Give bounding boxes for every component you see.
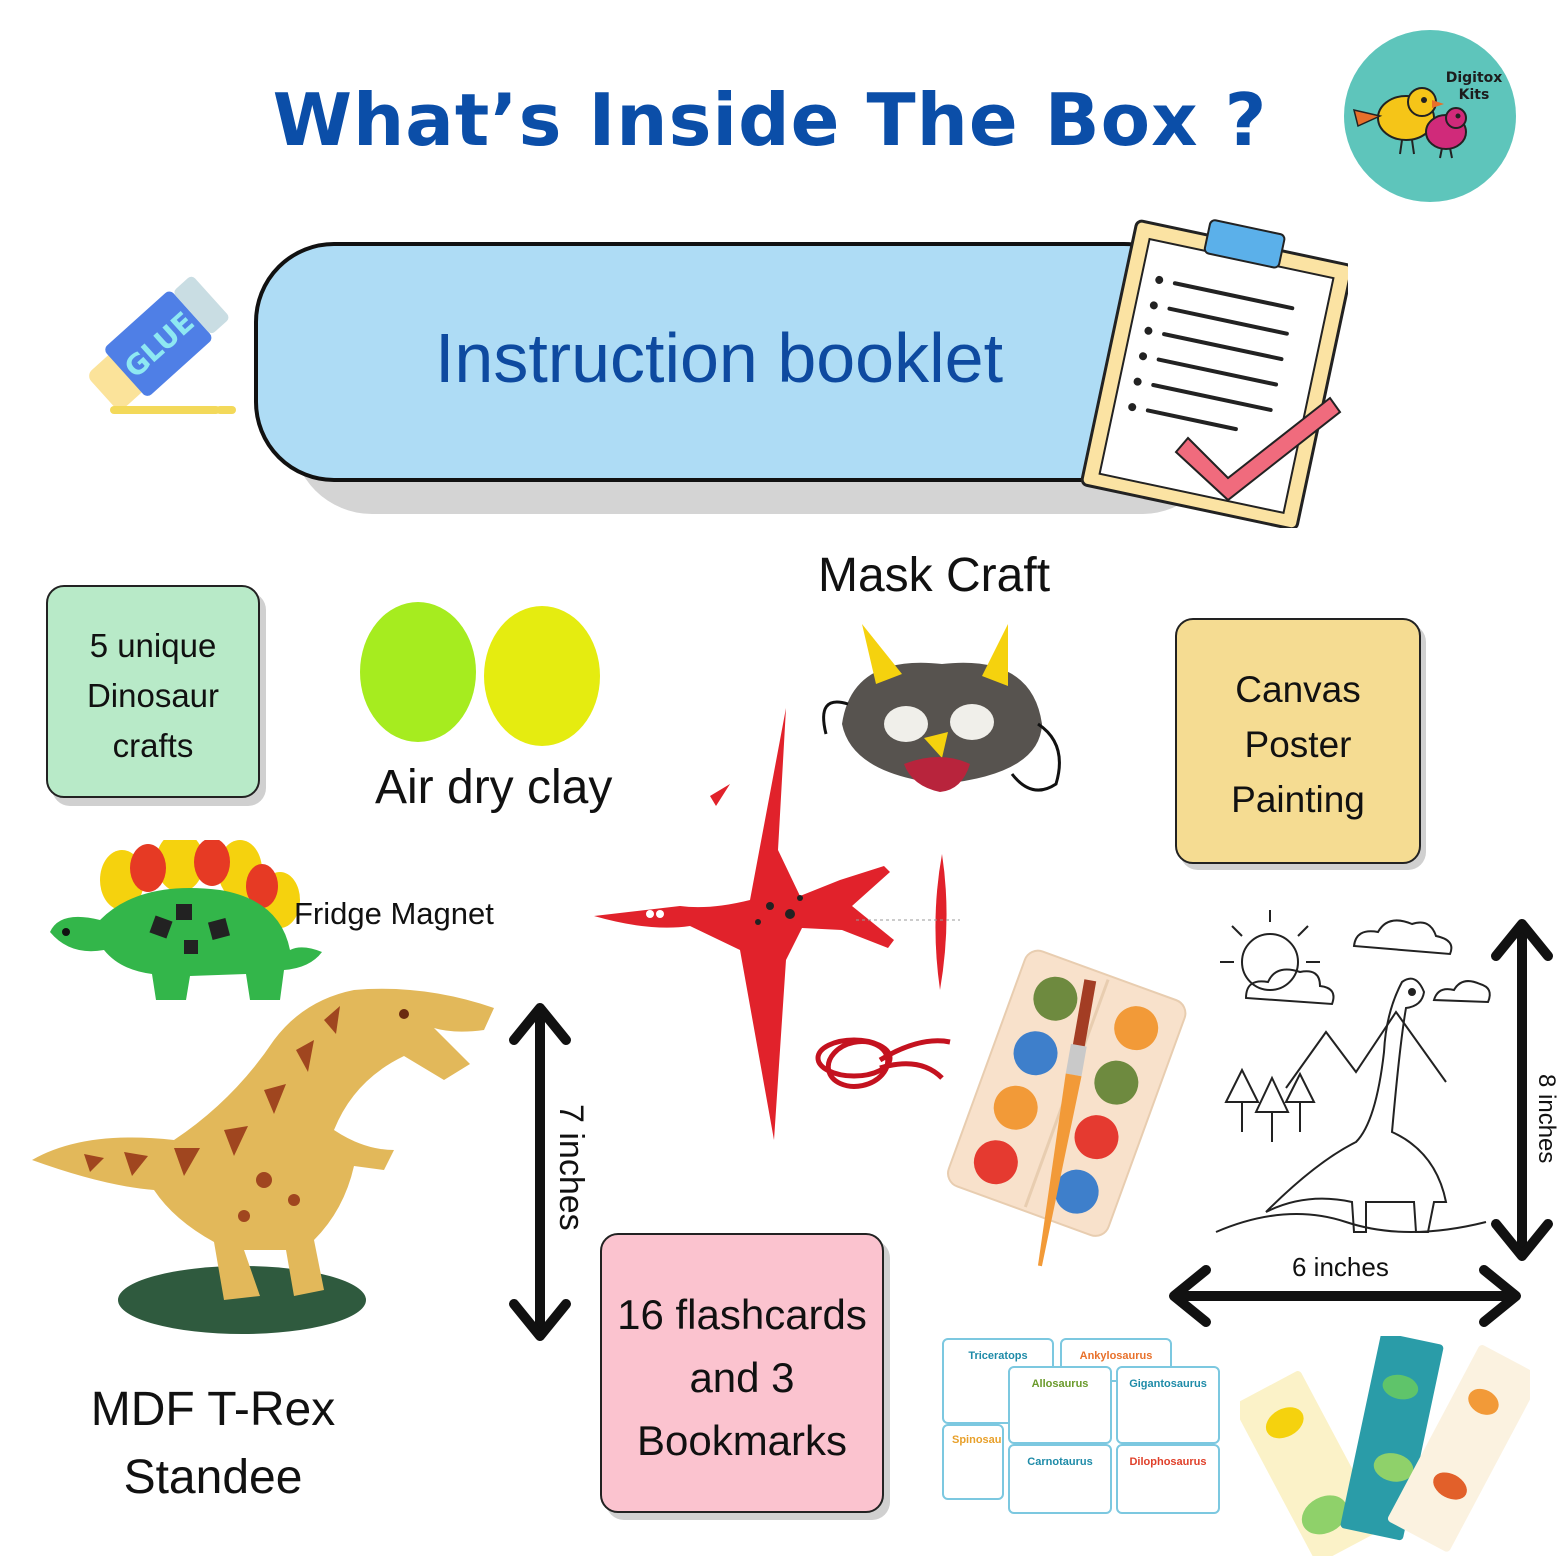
brand-logo: Digitox Kits [1344, 30, 1516, 202]
height-arrow-7in [509, 1003, 571, 1341]
canvas-painting-box: Canvas Poster Painting [1175, 618, 1421, 864]
dino-crafts-line-1: 5 unique [89, 627, 217, 664]
flashcard-dilophosaurus: Dilophosaurus [1116, 1444, 1220, 1514]
logo-text: Digitox Kits [1444, 70, 1504, 104]
watercolor-palette-image [947, 949, 1187, 1267]
instruction-booklet-label: Instruction booklet [434, 319, 1004, 397]
canvas-line-2: Poster [1244, 724, 1352, 765]
canvas-height-label: 8 inches [1533, 1074, 1560, 1164]
flashcard-title: Carnotaurus [1027, 1456, 1093, 1468]
flashcards-line-2: and 3 [689, 1354, 795, 1401]
flashcard-spinosaurus: Spinosau [942, 1424, 1004, 1500]
mask-craft-label: Mask Craft [818, 549, 1051, 602]
coloring-canvas-image [1215, 910, 1491, 1233]
instruction-banner [254, 242, 1204, 482]
glue-stick-icon: GLUE [89, 276, 236, 414]
flashcard-title: Gigantosaurus [1129, 1378, 1207, 1390]
trex-label-line-2: Standee [123, 1451, 303, 1504]
flashcard-title: Ankylosaurus [1079, 1350, 1153, 1362]
dino-crafts-line-3: crafts [112, 727, 194, 764]
clay-eggs-image [360, 602, 600, 746]
flashcard-title: Allosaurus [1031, 1378, 1089, 1390]
flashcards-line-1: 16 flashcards [617, 1291, 867, 1338]
flashcard-allosaurus: Allosaurus [1008, 1366, 1112, 1444]
dino-crafts-box: 5 unique Dinosaur crafts [46, 585, 260, 798]
trex-height-label: 7 inches [552, 1104, 590, 1231]
flashcard-carnotaurus: Carnotaurus [1008, 1444, 1112, 1514]
stegosaurus-magnet-image [50, 840, 322, 1000]
fridge-magnet-label: Fridge Magnet [294, 896, 494, 931]
logo-line-2: Kits [1458, 87, 1490, 103]
page-title: What’s Inside The Box ? [272, 78, 1268, 162]
flashcard-title: Spinosau [952, 1434, 1002, 1446]
pterodactyl-craft-image [594, 708, 960, 1140]
canvas-line-3: Painting [1231, 779, 1365, 820]
flashcard-title: Triceratops [968, 1350, 1028, 1362]
height-arrow-8in [1491, 919, 1553, 1261]
air-dry-clay-label: Air dry clay [375, 761, 613, 814]
dino-crafts-line-2: Dinosaur [86, 677, 220, 714]
trex-label-line-1: MDF T-Rex [90, 1383, 336, 1436]
flashcards-line-3: Bookmarks [636, 1417, 848, 1464]
flashcards-box: 16 flashcards and 3 Bookmarks [600, 1233, 884, 1513]
flashcard-title: Dilophosaurus [1129, 1456, 1207, 1468]
canvas-line-1: Canvas [1235, 669, 1361, 710]
bird-logo-icon [1352, 87, 1467, 159]
trex-label: MDF T-Rex Standee [60, 1376, 366, 1512]
bookmarks-image [1240, 1336, 1530, 1556]
clipboard-checklist-icon [1080, 219, 1348, 528]
dino-mask-image [822, 624, 1061, 792]
red-string-image [815, 1037, 951, 1089]
flashcard-gigantosaurus: Gigantosaurus [1116, 1366, 1220, 1444]
trex-standee-image [32, 988, 494, 1334]
canvas-width-label: 6 inches [1292, 1252, 1389, 1282]
width-arrow-6in [1169, 1265, 1521, 1327]
logo-line-1: Digitox [1445, 70, 1503, 86]
